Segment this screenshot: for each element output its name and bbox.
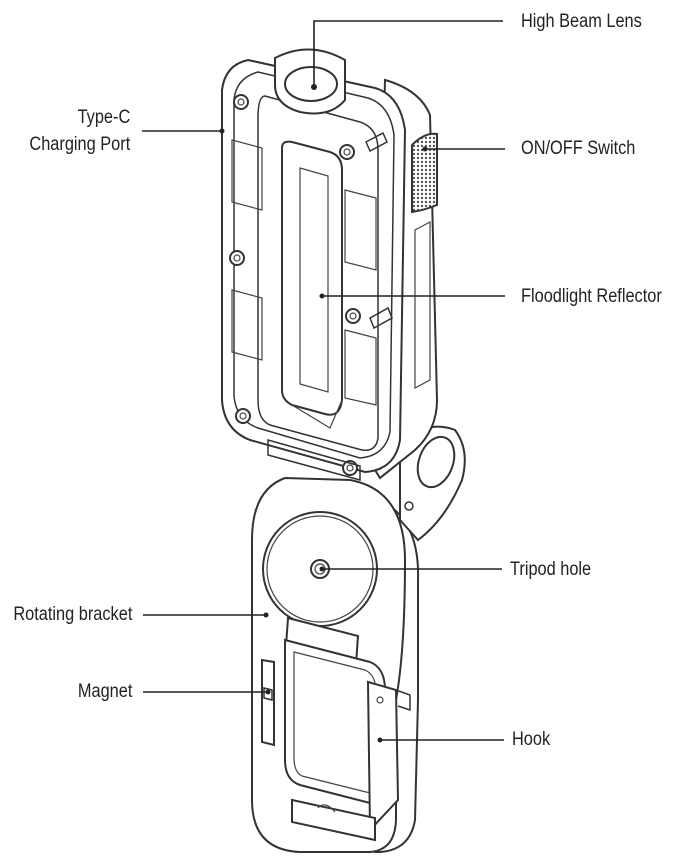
leader-lines	[142, 20, 505, 743]
label-tripod-hole: Tripod hole	[510, 559, 592, 580]
label-magnet: Magnet	[77, 681, 132, 702]
label-on-off-switch: ON/OFF Switch	[521, 138, 636, 159]
label-rotating-bracket: Rotating bracket	[13, 604, 132, 625]
label-high-beam-lens: High Beam Lens	[521, 11, 642, 32]
on-off-switch-knurl	[411, 132, 438, 214]
leader-high-beam-lens	[313, 20, 503, 87]
label-floodlight-reflector: Floodlight Reflector	[521, 286, 662, 307]
label-type-c-line2: Charging Port	[29, 134, 130, 155]
label-hook: Hook	[512, 729, 551, 750]
rotating-bracket	[251, 425, 466, 853]
light-head	[221, 48, 439, 481]
label-type-c-line1: Type-C	[77, 107, 130, 128]
